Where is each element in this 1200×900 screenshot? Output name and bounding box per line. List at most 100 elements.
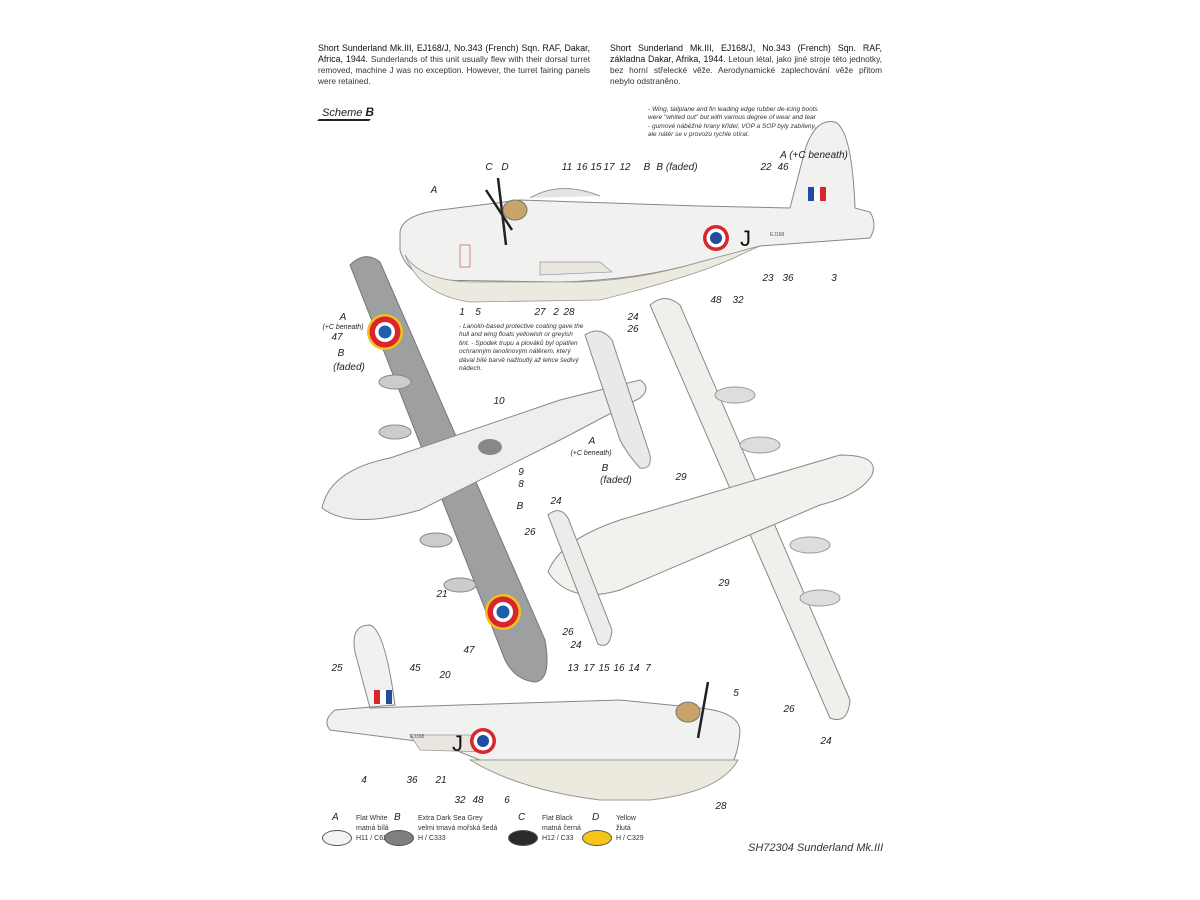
serial-top: EJ168 [770,232,784,238]
callout-bottom-side: 36 [406,775,418,786]
callout-bottom-side: 20 [438,670,451,681]
scheme-heading: Scheme B [317,105,375,121]
callout-top-side: A (+C beneath) [779,150,848,161]
caption-czech: Short Sunderland Mk.III, EJ168/J, No.343… [610,43,882,87]
note-lanolin-coating: - Lanolin-based protective coating gave … [459,323,584,373]
color-letter: C [518,812,526,823]
side-view-starboard: J EJ168 [399,121,875,303]
callout-underside: 26 [523,527,536,538]
callout-bottom-side: 32 [454,795,466,806]
callout-bottom-side: 25 [330,663,343,674]
color-code: H12 / C33 [542,835,574,842]
callout-underside: 26 [782,704,795,715]
color-code: H11 / C62 [356,835,387,842]
color-code: H / C329 [616,835,644,842]
callout-top-side: 5 [475,307,481,318]
callout-top-side: B [644,162,651,173]
callout-top-side: 22 [759,162,772,173]
callout-top-plan: B [517,501,524,512]
code-letter-bottom: J [452,731,463,756]
callout-top-side: 1 [459,307,465,318]
callout-top-plan: (faded) [600,475,632,486]
caption-english-body: Sunderlands of this unit usually flew wi… [318,54,591,86]
callout-bottom-side: 28 [714,801,727,812]
product-code: SH72304 Sunderland Mk.III [748,842,884,854]
callout-top-side: 27 [533,307,546,318]
callout-bottom-side: 14 [628,663,640,674]
callout-top-side: 17 [603,162,615,173]
color-name-cz: žlutá [616,825,631,832]
color-name-cz: matná bílá [356,825,389,832]
callout-underside: 29 [674,472,687,483]
callout-underside: 24 [626,312,639,323]
color-letter: B [394,812,401,823]
callout-top-side: 12 [619,162,631,173]
caption-english: Short Sunderland Mk.III, EJ168/J, No.343… [318,43,590,87]
callout-top-plan: B [338,348,345,359]
callout-top-plan: 8 [518,479,524,490]
callout-top-plan: 47 [463,645,475,656]
callout-top-plan: 21 [435,589,447,600]
callout-top-side: 46 [777,162,789,173]
color-description: Yellow žlutá H / C329 [616,814,644,844]
callout-top-side: D [501,162,508,173]
callout-top-side: 36 [782,273,794,284]
callout-underside: 24 [549,496,562,507]
caption-english-title: Short Sunderland Mk.III, EJ168/J, No.343… [318,43,590,64]
callout-top-side: 2 [552,307,559,318]
serial-bottom: EJ168 [410,734,424,740]
color-swatch [508,830,538,846]
callout-top-plan: A [339,312,347,323]
caption-czech-title: Short Sunderland Mk.III, EJ168/J, No.343… [610,43,882,64]
callout-bottom-side: 13 [567,663,579,674]
code-letter-top: J [740,226,751,251]
callout-top-side: 15 [590,162,602,173]
color-name-cz: velmi tmavá mořská šedá [418,825,498,832]
callout-top-side: C [485,162,493,173]
callout-top-side: A [430,185,438,196]
callout-bottom-side: 45 [409,663,421,674]
callout-bottom-side: 15 [598,663,610,674]
scheme-letter: B [365,105,375,119]
callout-top-plan: (+C beneath) [570,450,611,457]
color-code: H / C333 [418,835,446,842]
callout-bottom-side: 7 [645,663,651,674]
color-swatch [384,830,414,846]
callout-top-plan: A [588,436,596,447]
side-view-port: J EJ168 [326,624,741,801]
callout-top-side: B (faded) [656,162,697,173]
callout-bottom-side: 4 [361,775,367,786]
plan-view-top [321,256,651,683]
color-letter: D [592,812,600,823]
color-name-cz: matná černá [542,825,581,832]
callout-top-side: 23 [761,273,774,284]
callout-top-plan: 47 [331,332,343,343]
color-letter: A [332,812,339,823]
callout-bottom-side: 21 [434,775,446,786]
callout-bottom-side: 16 [613,663,625,674]
callout-top-plan: 9 [518,467,524,478]
callout-top-side: 28 [562,307,575,318]
callout-top-plan: 10 [493,396,505,407]
callout-bottom-side: 17 [583,663,595,674]
callout-underside: 24 [819,736,832,747]
color-name-en: Flat White [356,815,388,822]
callout-underside: 24 [569,640,582,651]
callout-bottom-side: 5 [733,688,739,699]
callout-top-plan: (faded) [333,362,365,373]
scheme-label: Scheme [322,107,363,119]
callout-bottom-side: 48 [472,795,484,806]
caption-czech-body: Letoun létal, jako jiné stroje této jedn… [610,54,882,86]
callout-top-side: 16 [576,162,588,173]
callout-underside: 26 [561,627,574,638]
color-name-en: Yellow [616,815,636,822]
callout-top-plan: B [602,463,609,474]
callout-underside: 26 [626,324,639,335]
callout-top-side: 11 [562,162,572,173]
color-swatch [322,830,352,846]
